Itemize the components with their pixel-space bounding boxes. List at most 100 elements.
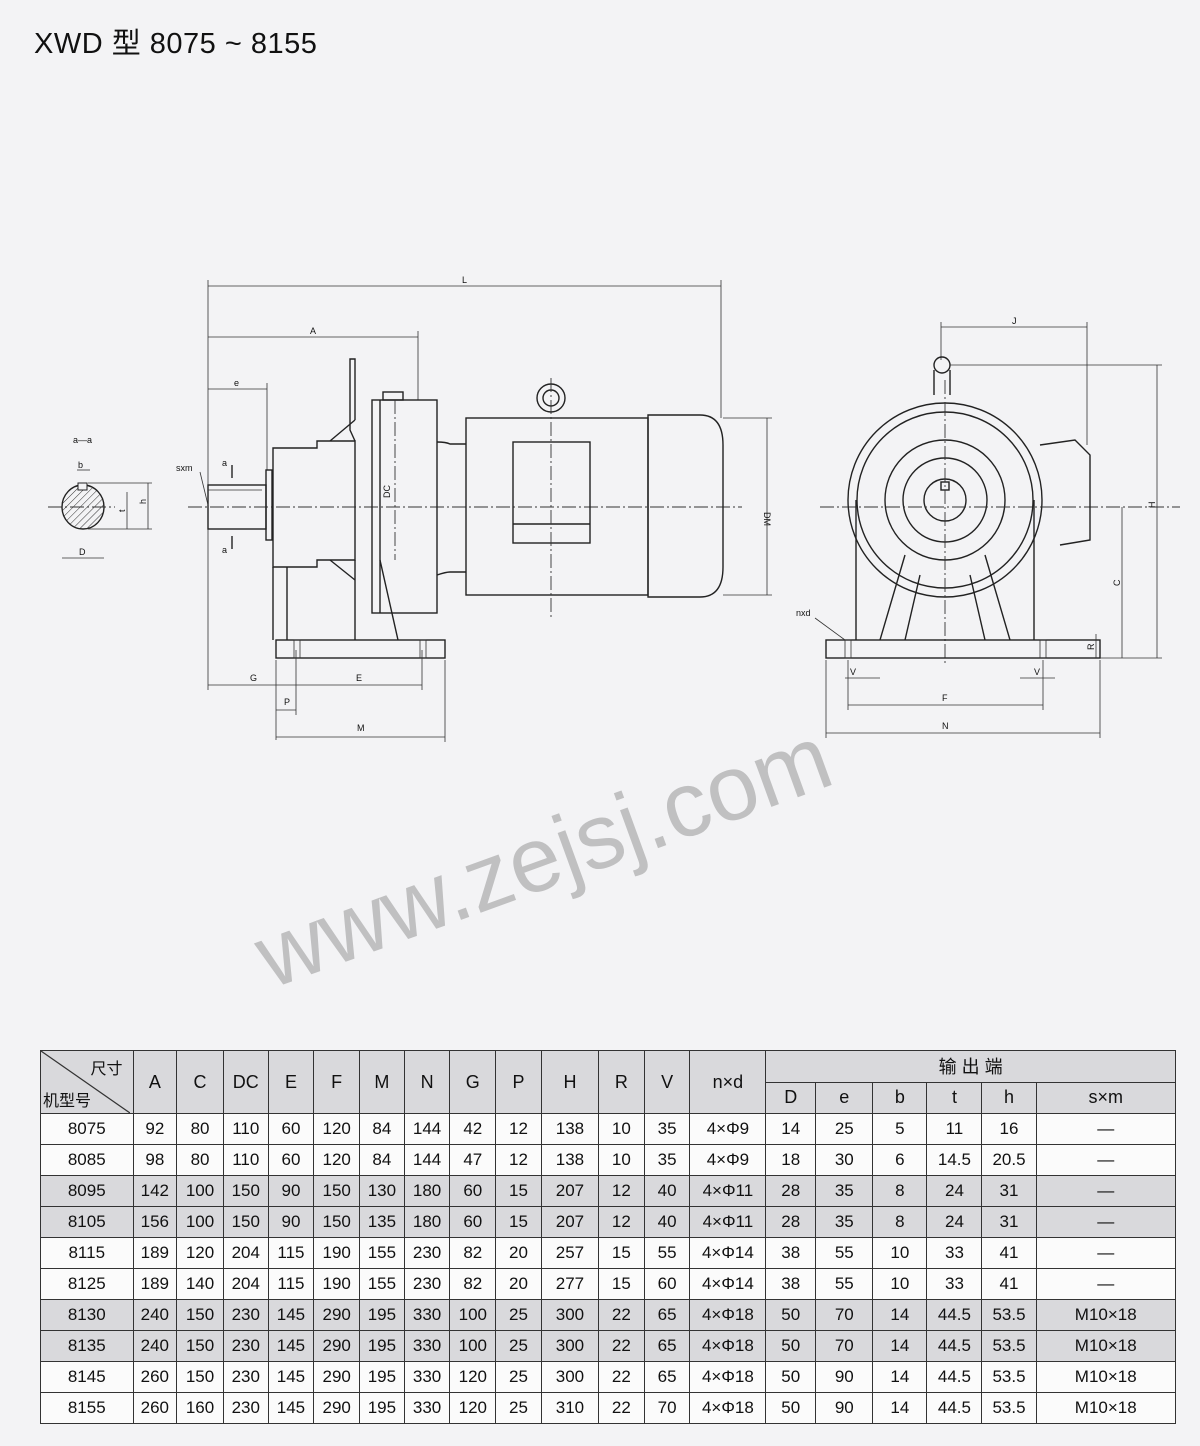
value-cell: 100 <box>449 1299 497 1331</box>
value-cell: 207 <box>540 1206 600 1238</box>
value-cell: 90 <box>267 1206 315 1238</box>
value-cell: 18 <box>765 1144 817 1176</box>
value-cell: 155 <box>359 1268 405 1300</box>
value-cell: 60 <box>267 1144 315 1176</box>
value-cell: 207 <box>540 1175 600 1207</box>
corner-label-size: 尺寸 <box>90 1061 123 1078</box>
value-cell: 290 <box>313 1392 361 1424</box>
value-cell: 50 <box>765 1392 817 1424</box>
corner-label-model: 机型号 <box>43 1093 92 1110</box>
dim-label-b: b <box>78 460 83 470</box>
dim-label-nxd: nxd <box>796 608 811 618</box>
shaft-section: a—a b h t D <box>48 435 152 559</box>
value-cell: 65 <box>643 1361 691 1393</box>
value-cell: 144 <box>403 1113 451 1145</box>
value-cell: 33 <box>926 1268 983 1300</box>
value-cell: 150 <box>313 1206 361 1238</box>
value-cell: 290 <box>313 1299 361 1331</box>
value-cell: 14 <box>765 1113 817 1145</box>
model-cell: 8115 <box>40 1237 134 1269</box>
value-cell: 12 <box>495 1113 542 1145</box>
value-cell: 310 <box>540 1392 600 1424</box>
value-cell: M10×18 <box>1035 1299 1177 1331</box>
header-E: E <box>267 1050 315 1114</box>
value-cell: 100 <box>176 1175 224 1207</box>
value-cell: 50 <box>765 1361 817 1393</box>
dim-label-E: E <box>356 673 362 683</box>
value-cell: 35 <box>643 1113 691 1145</box>
value-cell: 189 <box>132 1237 178 1269</box>
value-cell: 4×Φ18 <box>689 1392 767 1424</box>
value-cell: 155 <box>359 1237 405 1269</box>
value-cell: 230 <box>222 1361 269 1393</box>
value-cell: 41 <box>981 1268 1037 1300</box>
value-cell: 35 <box>643 1144 691 1176</box>
value-cell: 12 <box>598 1206 645 1238</box>
value-cell: 4×Φ18 <box>689 1330 767 1362</box>
value-cell: 138 <box>540 1144 600 1176</box>
value-cell: 25 <box>495 1361 542 1393</box>
value-cell: 55 <box>815 1268 874 1300</box>
side-view: L A e DM DC <box>176 275 772 742</box>
value-cell: 145 <box>267 1392 315 1424</box>
value-cell: — <box>1035 1175 1177 1207</box>
value-cell: 230 <box>403 1237 451 1269</box>
value-cell: 4×Φ11 <box>689 1175 767 1207</box>
value-cell: 115 <box>267 1237 315 1269</box>
value-cell: M10×18 <box>1035 1361 1177 1393</box>
dim-label-h: h <box>138 499 148 504</box>
value-cell: 230 <box>403 1268 451 1300</box>
value-cell: 55 <box>815 1237 874 1269</box>
value-cell: 65 <box>643 1299 691 1331</box>
value-cell: 4×Φ11 <box>689 1206 767 1238</box>
value-cell: 42 <box>449 1113 497 1145</box>
value-cell: — <box>1035 1206 1177 1238</box>
value-cell: 195 <box>359 1299 405 1331</box>
dim-label-D: D <box>79 547 86 557</box>
value-cell: 300 <box>540 1299 600 1331</box>
value-cell: M10×18 <box>1035 1330 1177 1362</box>
table-header-row: 尺寸 机型号 A C DC E F M N G P H R V n×d 输 出 … <box>40 1050 1176 1114</box>
value-cell: 44.5 <box>926 1361 983 1393</box>
value-cell: 92 <box>132 1113 178 1145</box>
value-cell: 28 <box>765 1206 817 1238</box>
value-cell: 50 <box>765 1299 817 1331</box>
corner-header-cell: 尺寸 机型号 <box>40 1050 134 1114</box>
value-cell: 130 <box>359 1175 405 1207</box>
value-cell: 190 <box>313 1268 361 1300</box>
value-cell: 180 <box>403 1206 451 1238</box>
dim-label-M: M <box>357 723 365 733</box>
dim-label-DM: DM <box>762 512 772 526</box>
dim-label-t: t <box>117 509 127 512</box>
value-cell: 195 <box>359 1361 405 1393</box>
value-cell: 35 <box>815 1175 874 1207</box>
value-cell: 50 <box>765 1330 817 1362</box>
value-cell: 190 <box>313 1237 361 1269</box>
value-cell: 145 <box>267 1361 315 1393</box>
value-cell: 120 <box>449 1392 497 1424</box>
value-cell: 138 <box>540 1113 600 1145</box>
value-cell: 47 <box>449 1144 497 1176</box>
spec-table: 尺寸 机型号 A C DC E F M N G P H R V n×d 输 出 … <box>40 1050 1177 1424</box>
model-cell: 8075 <box>40 1113 134 1145</box>
value-cell: 4×Φ18 <box>689 1361 767 1393</box>
header-P: P <box>495 1050 542 1114</box>
value-cell: 290 <box>313 1330 361 1362</box>
value-cell: 15 <box>495 1175 542 1207</box>
value-cell: 53.5 <box>981 1330 1037 1362</box>
value-cell: 38 <box>765 1268 817 1300</box>
value-cell: 330 <box>403 1299 451 1331</box>
value-cell: 80 <box>176 1113 224 1145</box>
dim-label-DC: DC <box>382 485 392 498</box>
value-cell: M10×18 <box>1035 1392 1177 1424</box>
header-out-sxm: s×m <box>1035 1081 1177 1114</box>
header-F: F <box>313 1050 361 1114</box>
value-cell: 4×Φ18 <box>689 1299 767 1331</box>
value-cell: — <box>1035 1237 1177 1269</box>
value-cell: 22 <box>598 1361 645 1393</box>
